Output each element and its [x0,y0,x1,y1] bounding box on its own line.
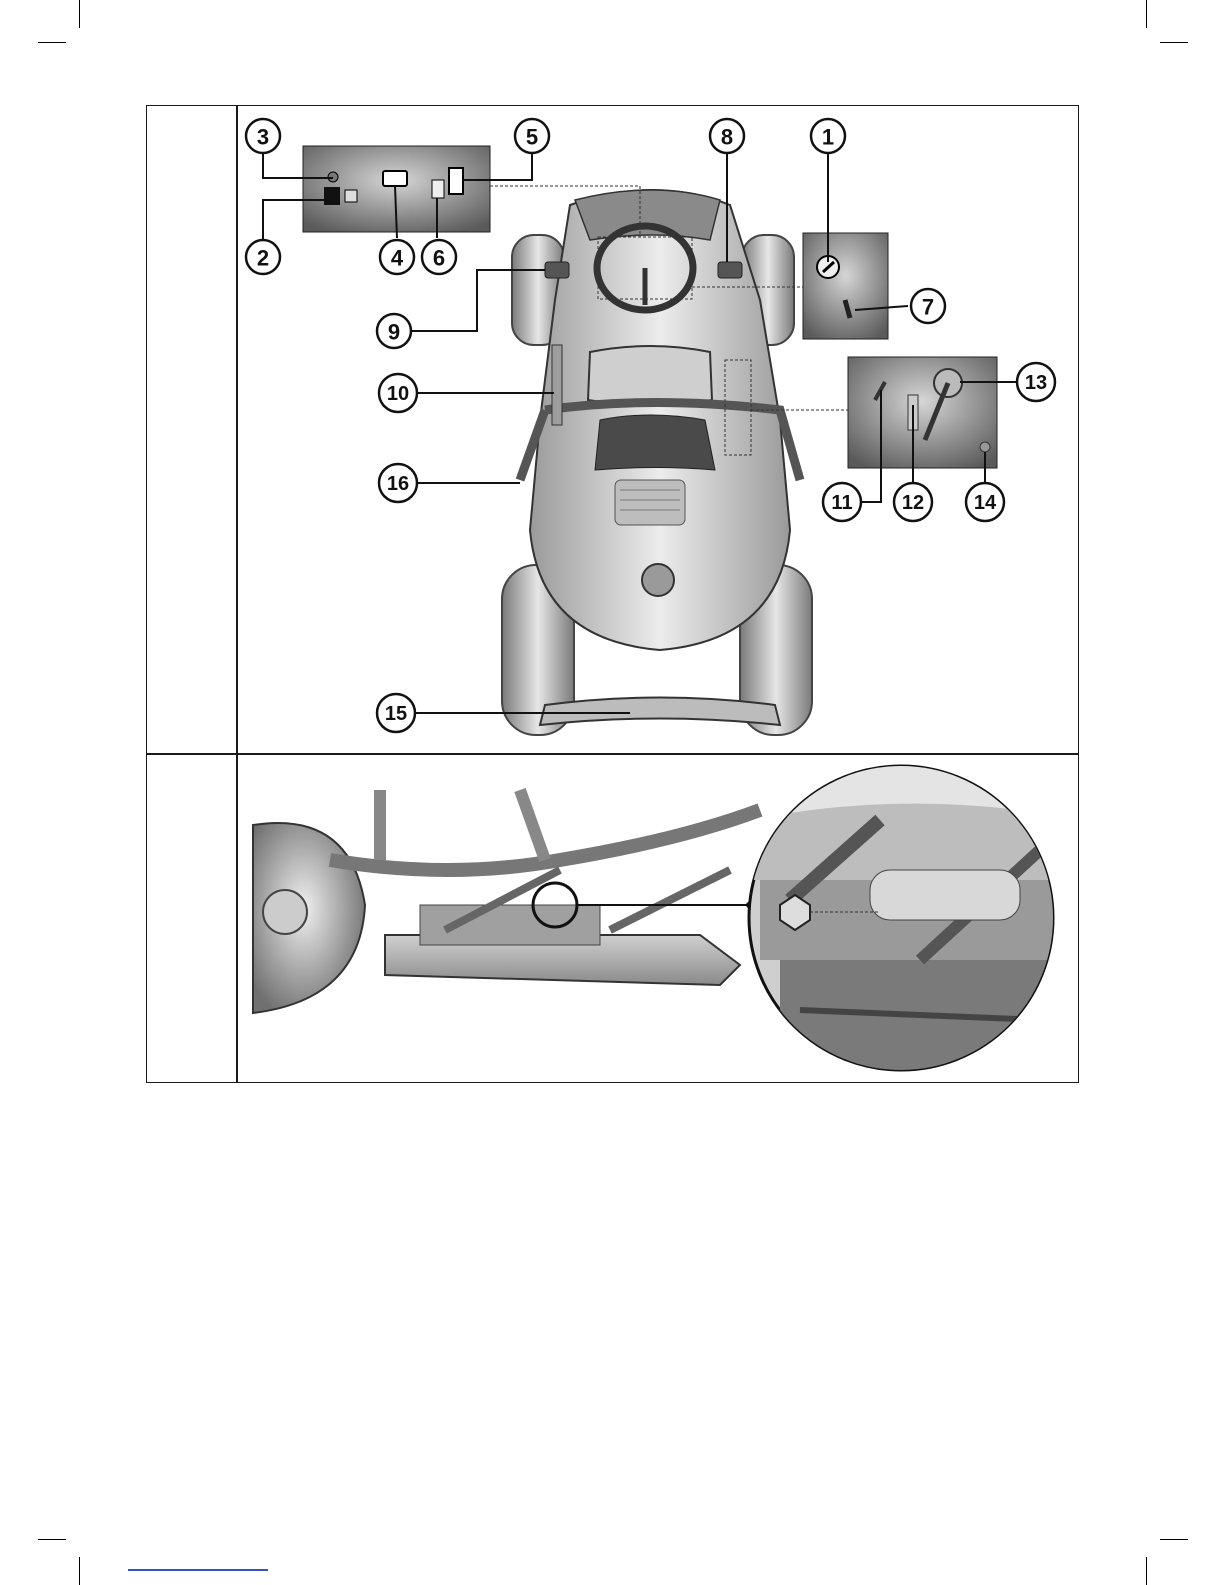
callout-4: 4 [391,246,404,271]
callout-16: 16 [387,473,409,495]
callout-12: 12 [902,492,924,514]
crop-mark-bl-v [79,1557,80,1585]
seat-icon [588,346,712,405]
crop-mark-br-v [1146,1557,1147,1585]
callout-6: 6 [433,246,445,271]
callout-5: 5 [526,125,538,150]
mower-deck-side-view-figure [0,755,1225,1085]
callout-13: 13 [1025,372,1047,394]
crop-mark-bl-h [38,1539,66,1540]
mower-top-view-figure: 1 2 3 4 5 6 7 8 9 10 11 12 13 14 15 16 [0,0,1225,760]
callout-14: 14 [974,492,997,514]
callout-2: 2 [257,246,269,271]
hood [575,190,720,240]
footer-link-underline [128,1569,268,1571]
callout-11: 11 [831,492,852,514]
inset-levers [848,357,997,468]
callout-9: 9 [388,320,400,345]
callout-15: 15 [385,703,407,725]
callout-1: 1 [822,125,834,150]
callout-10: 10 [387,383,409,405]
inset-ignition [803,233,888,339]
crop-mark-br-h [1160,1539,1188,1540]
callout-3: 3 [257,125,269,150]
callout-8: 8 [721,125,733,150]
callout-7: 7 [922,295,934,320]
